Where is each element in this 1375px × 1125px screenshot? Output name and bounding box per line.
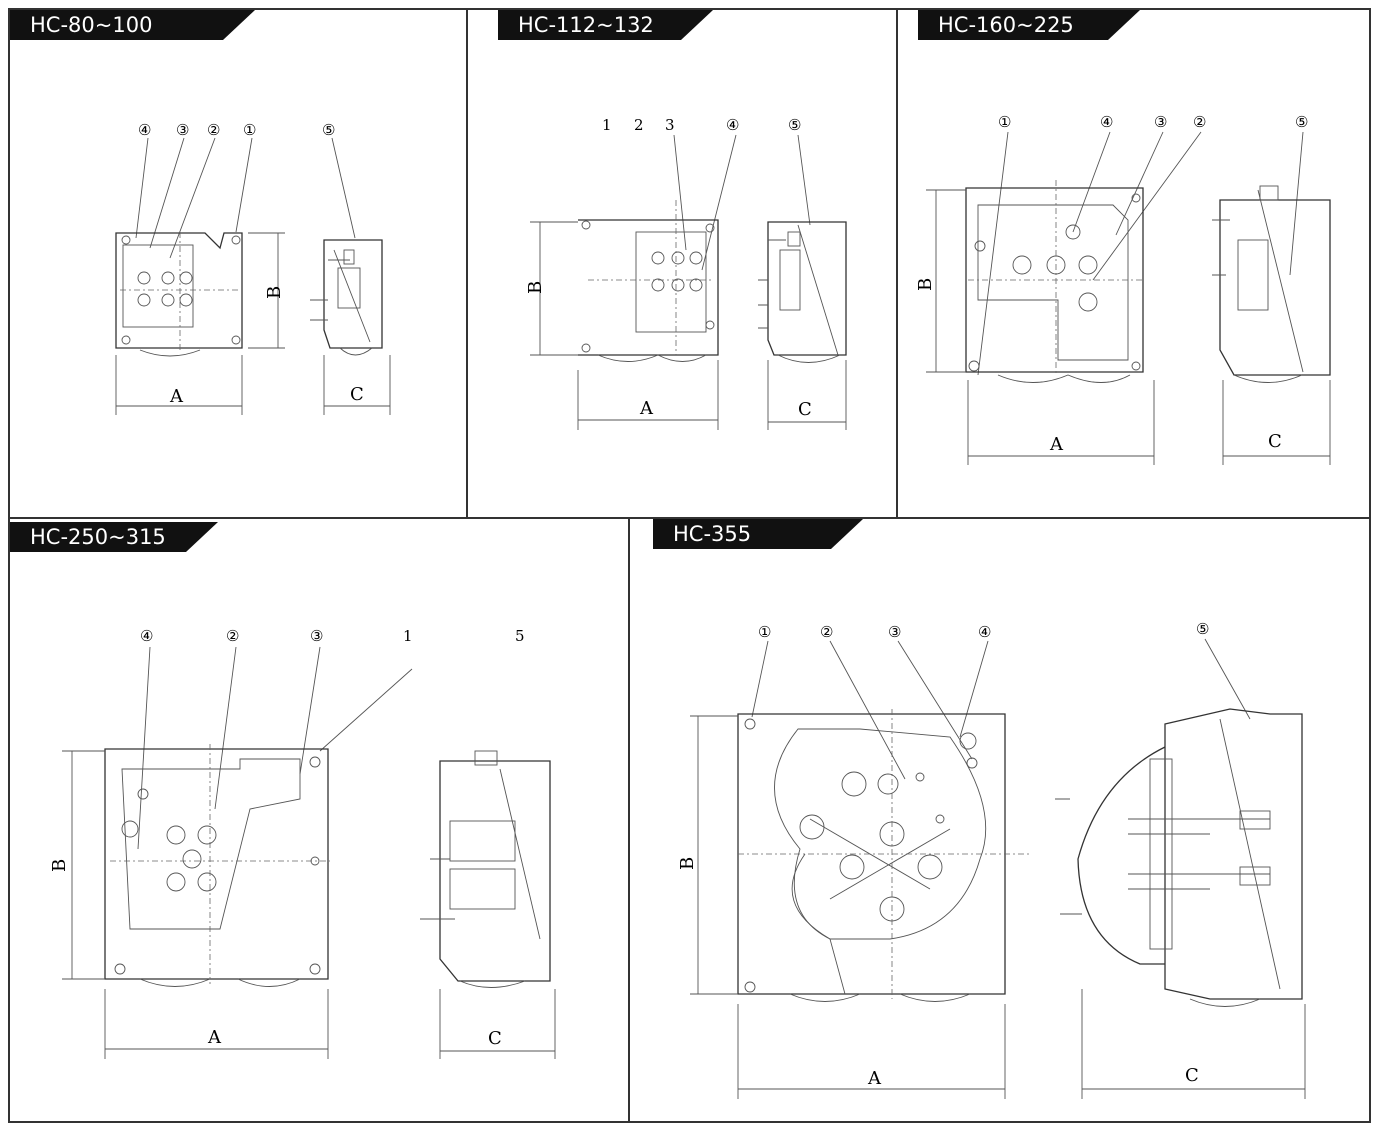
panel-title: HC-80~100 — [10, 10, 255, 40]
callout-3: ③ — [1154, 113, 1167, 131]
dimension-b-label: B — [49, 859, 70, 872]
panel-hc-250-315: HC-250~315 ④ ② ③ 1 5 B A — [8, 517, 630, 1123]
callout-2: ② — [226, 627, 239, 645]
terminal-box-drawing: 1 2 3 ④ ⑤ B A C — [525, 116, 847, 430]
callout-2: 2 — [634, 116, 644, 134]
callout-1: 1 — [403, 627, 413, 645]
terminal-box-drawing: ④ ③ ② ① ⑤ B A C — [115, 121, 391, 415]
callout-3: ③ — [888, 623, 901, 641]
callout-5: ⑤ — [322, 121, 335, 139]
callout-5: ⑤ — [1295, 113, 1308, 131]
terminal-box-drawing: ① ④ ③ ② ⑤ B A C — [915, 113, 1331, 465]
callout-1: 1 — [602, 116, 612, 134]
dimension-a-label: A — [867, 1068, 882, 1089]
callout-5: ⑤ — [1196, 620, 1209, 638]
panel-title: HC-112~132 — [498, 10, 713, 40]
dimension-b-label: B — [677, 857, 698, 870]
dimension-a-label: A — [207, 1027, 222, 1048]
callout-3: ③ — [176, 121, 189, 139]
terminal-box-drawing: ④ ② ③ 1 5 B A C — [49, 627, 556, 1059]
panel-title: HC-355 — [653, 519, 863, 549]
callout-4: ④ — [1100, 113, 1113, 131]
dimension-c-label: C — [1268, 431, 1282, 452]
dimension-b-label: B — [264, 286, 285, 299]
panel-title: HC-250~315 — [10, 522, 218, 552]
dimension-b-label: B — [525, 281, 546, 294]
callout-5: ⑤ — [788, 116, 801, 134]
callout-labels: ④ ③ ② ① ⑤ — [138, 121, 335, 139]
callout-2: ② — [820, 623, 833, 641]
callout-labels: ④ ② ③ 1 5 — [140, 627, 525, 645]
dimension-c-label: C — [798, 399, 812, 420]
callout-labels: 1 2 3 ④ ⑤ — [602, 116, 801, 134]
callout-1: ① — [243, 121, 256, 139]
callout-1: ① — [998, 113, 1011, 131]
dimension-a-label: A — [1049, 434, 1064, 455]
callout-5: 5 — [515, 627, 525, 645]
terminal-box-drawing: ① ② ③ ④ ⑤ B A — [677, 620, 1306, 1099]
dimension-c-label: C — [1185, 1065, 1199, 1086]
dimension-b-label: B — [915, 278, 936, 291]
dimension-a-label: A — [169, 386, 184, 407]
panel-hc-80-100: HC-80~100 ④ ③ ② ① ⑤ B A C — [8, 8, 468, 519]
callout-labels: ① ② ③ ④ ⑤ — [758, 620, 1209, 641]
callout-4: ④ — [140, 627, 153, 645]
callout-3: 3 — [665, 116, 675, 134]
callout-1: ① — [758, 623, 771, 641]
dimension-c-label: C — [350, 384, 364, 405]
callout-2: ② — [207, 121, 220, 139]
panel-hc-160-225: HC-160~225 ① ④ ③ ② ⑤ B A C — [896, 8, 1371, 519]
callout-4: ④ — [978, 623, 991, 641]
dimension-a-label: A — [639, 398, 654, 419]
panel-hc-355: HC-355 ① ② ③ ④ ⑤ B A — [628, 517, 1371, 1123]
callout-4: ④ — [726, 116, 739, 134]
panel-title: HC-160~225 — [918, 10, 1140, 40]
panel-hc-112-132: HC-112~132 1 2 3 ④ ⑤ B A C — [466, 8, 898, 519]
dimension-c-label: C — [488, 1028, 502, 1049]
callout-3: ③ — [310, 627, 323, 645]
callout-labels: ① ④ ③ ② ⑤ — [998, 113, 1308, 131]
callout-4: ④ — [138, 121, 151, 139]
callout-2: ② — [1193, 113, 1206, 131]
